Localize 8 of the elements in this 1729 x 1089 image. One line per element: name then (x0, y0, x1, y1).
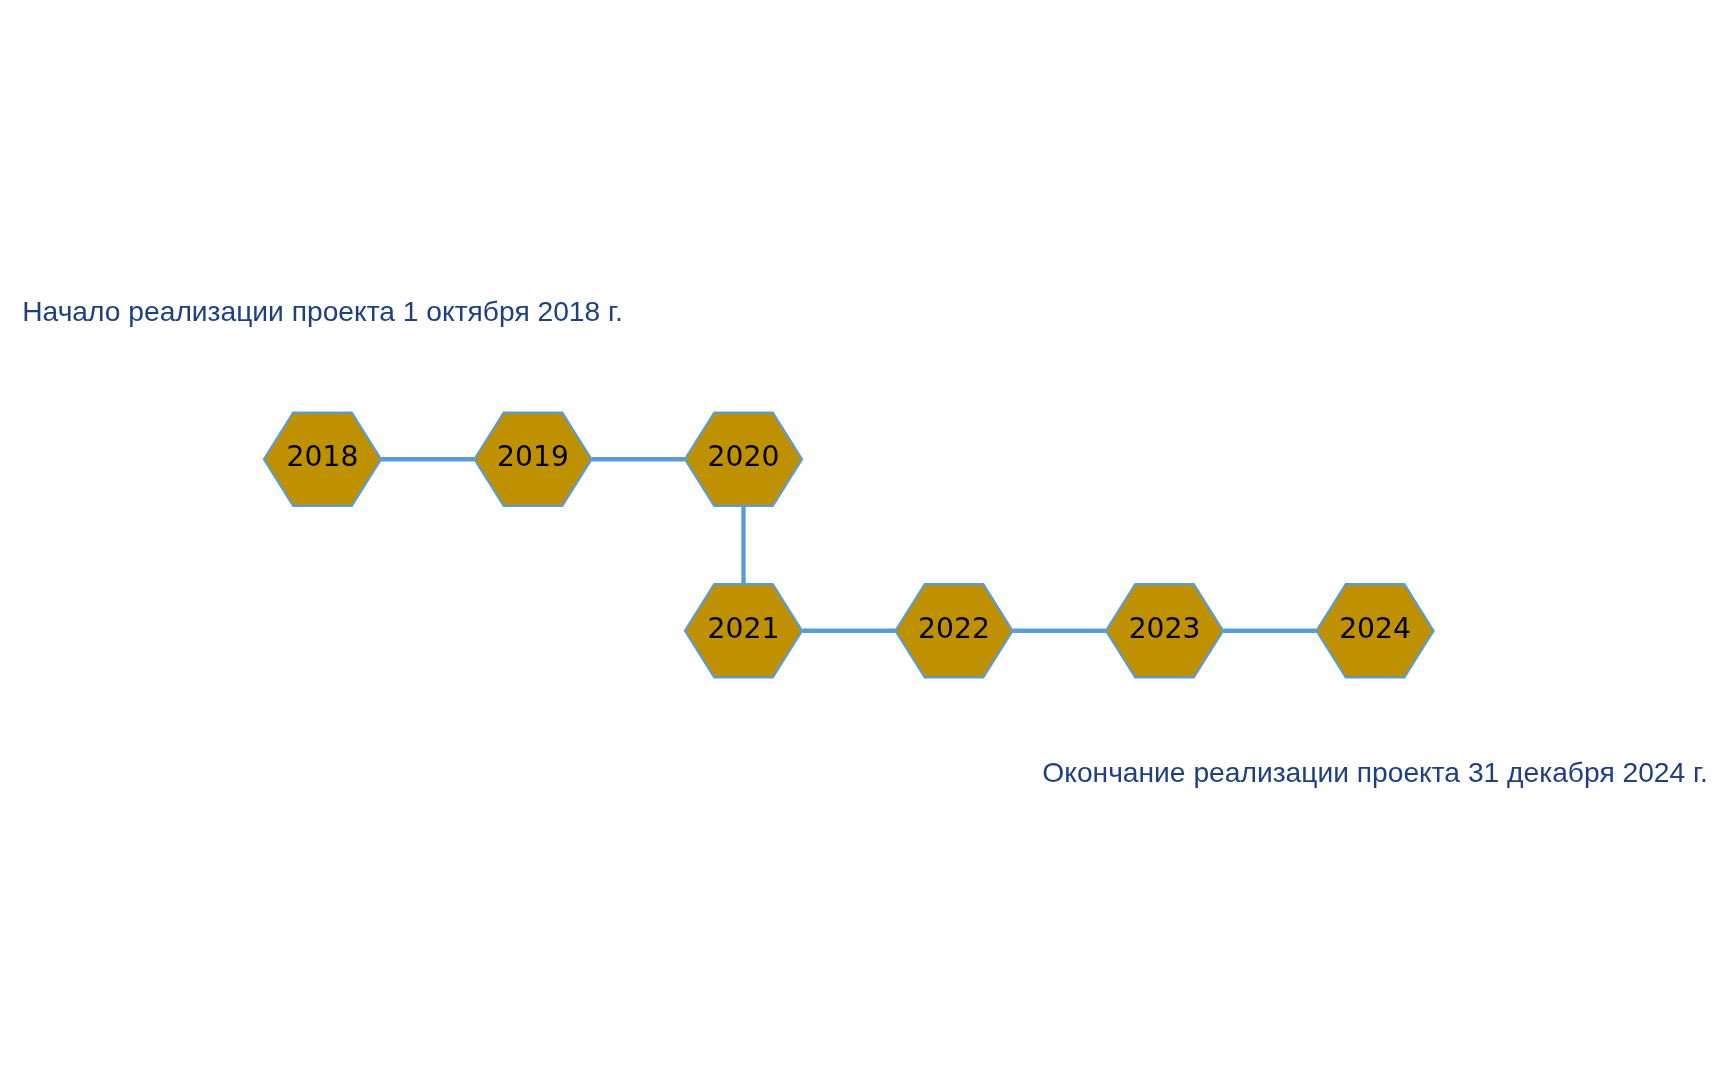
connector (381, 456, 475, 461)
node-label: Окончание реализации проекта 31 декабря 2024 г. (1042, 755, 1708, 788)
connector (802, 628, 896, 633)
connector (1223, 628, 1317, 633)
connector (741, 505, 746, 584)
node-label: Начало реализации проекта 1 октября 2018 г. (22, 294, 623, 327)
connector (591, 456, 685, 461)
connector (1012, 628, 1106, 633)
